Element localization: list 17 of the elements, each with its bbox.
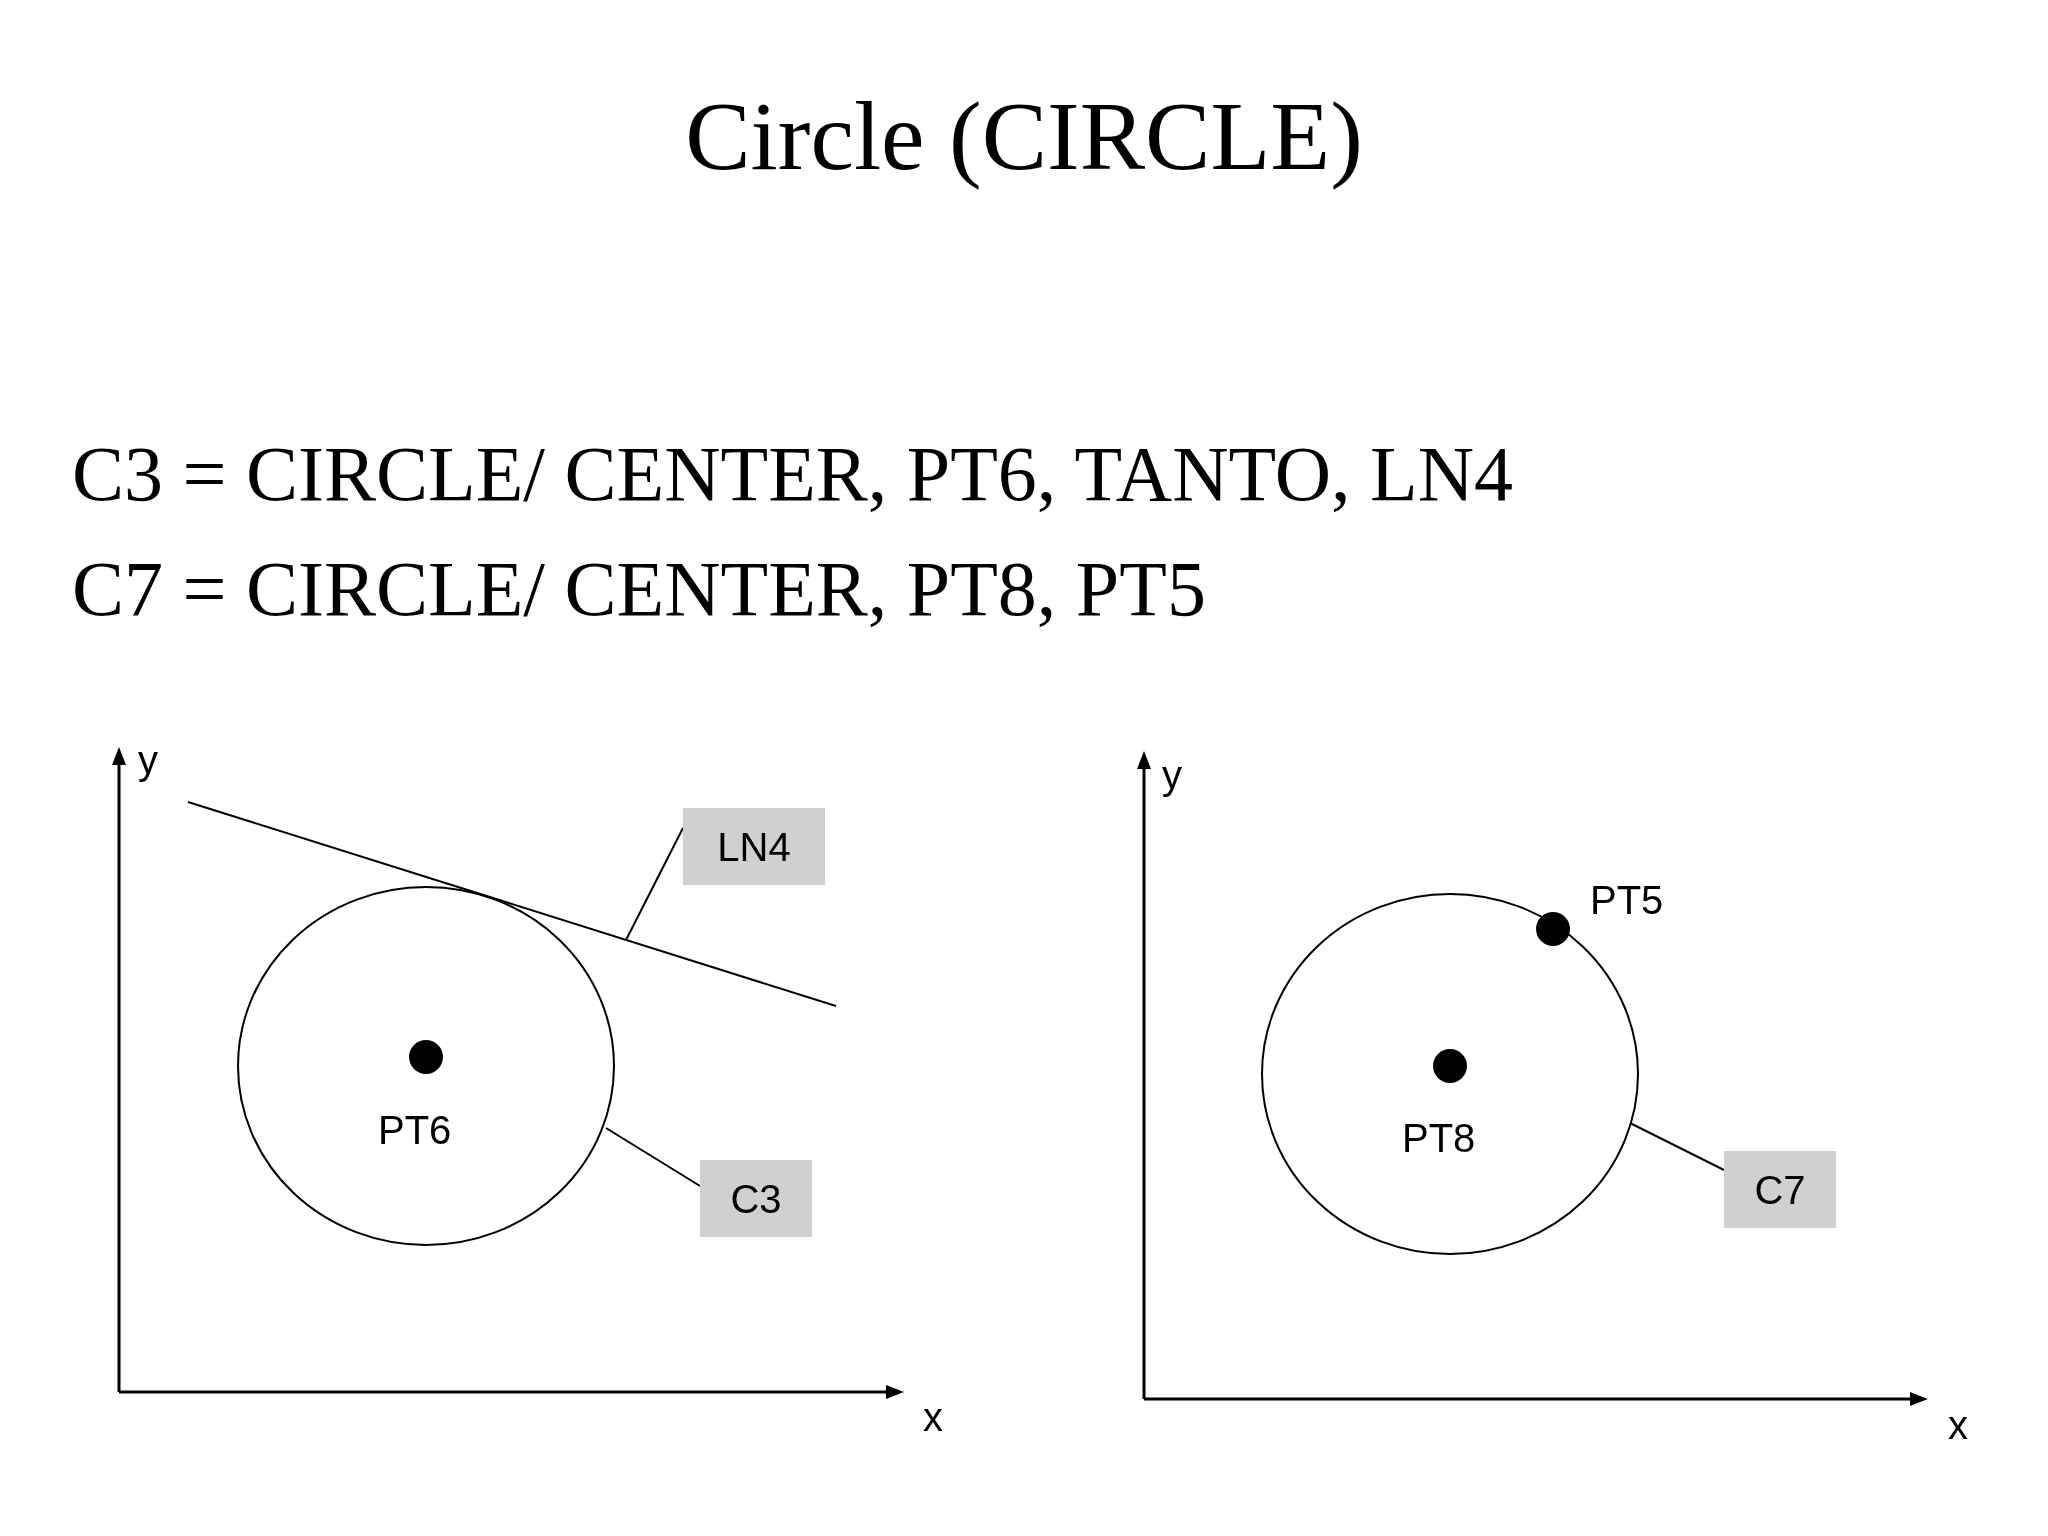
point-label: PT8 bbox=[1402, 1115, 1476, 1162]
axis-label: x bbox=[1948, 1402, 1968, 1449]
point-label: PT5 bbox=[1590, 877, 1664, 924]
leader-line bbox=[1629, 1122, 1725, 1171]
command-text: C3 = CIRCLE/ CENTER, PT6, TANTO, LN4 bbox=[72, 429, 1514, 519]
label-tag: C7 bbox=[1724, 1151, 1836, 1228]
leader-line bbox=[625, 827, 684, 941]
axis-label: y bbox=[1162, 752, 1182, 799]
title: Circle (CIRCLE) bbox=[685, 81, 1363, 192]
tangent-line bbox=[187, 801, 837, 1007]
leader-line bbox=[605, 1127, 701, 1187]
axis-label: y bbox=[138, 737, 158, 784]
label-tag: C3 bbox=[700, 1160, 812, 1237]
axis-label: x bbox=[923, 1394, 943, 1441]
command-text: C7 = CIRCLE/ CENTER, PT8, PT5 bbox=[72, 544, 1206, 634]
point-label: PT6 bbox=[378, 1107, 452, 1154]
circle-outline bbox=[237, 886, 615, 1246]
